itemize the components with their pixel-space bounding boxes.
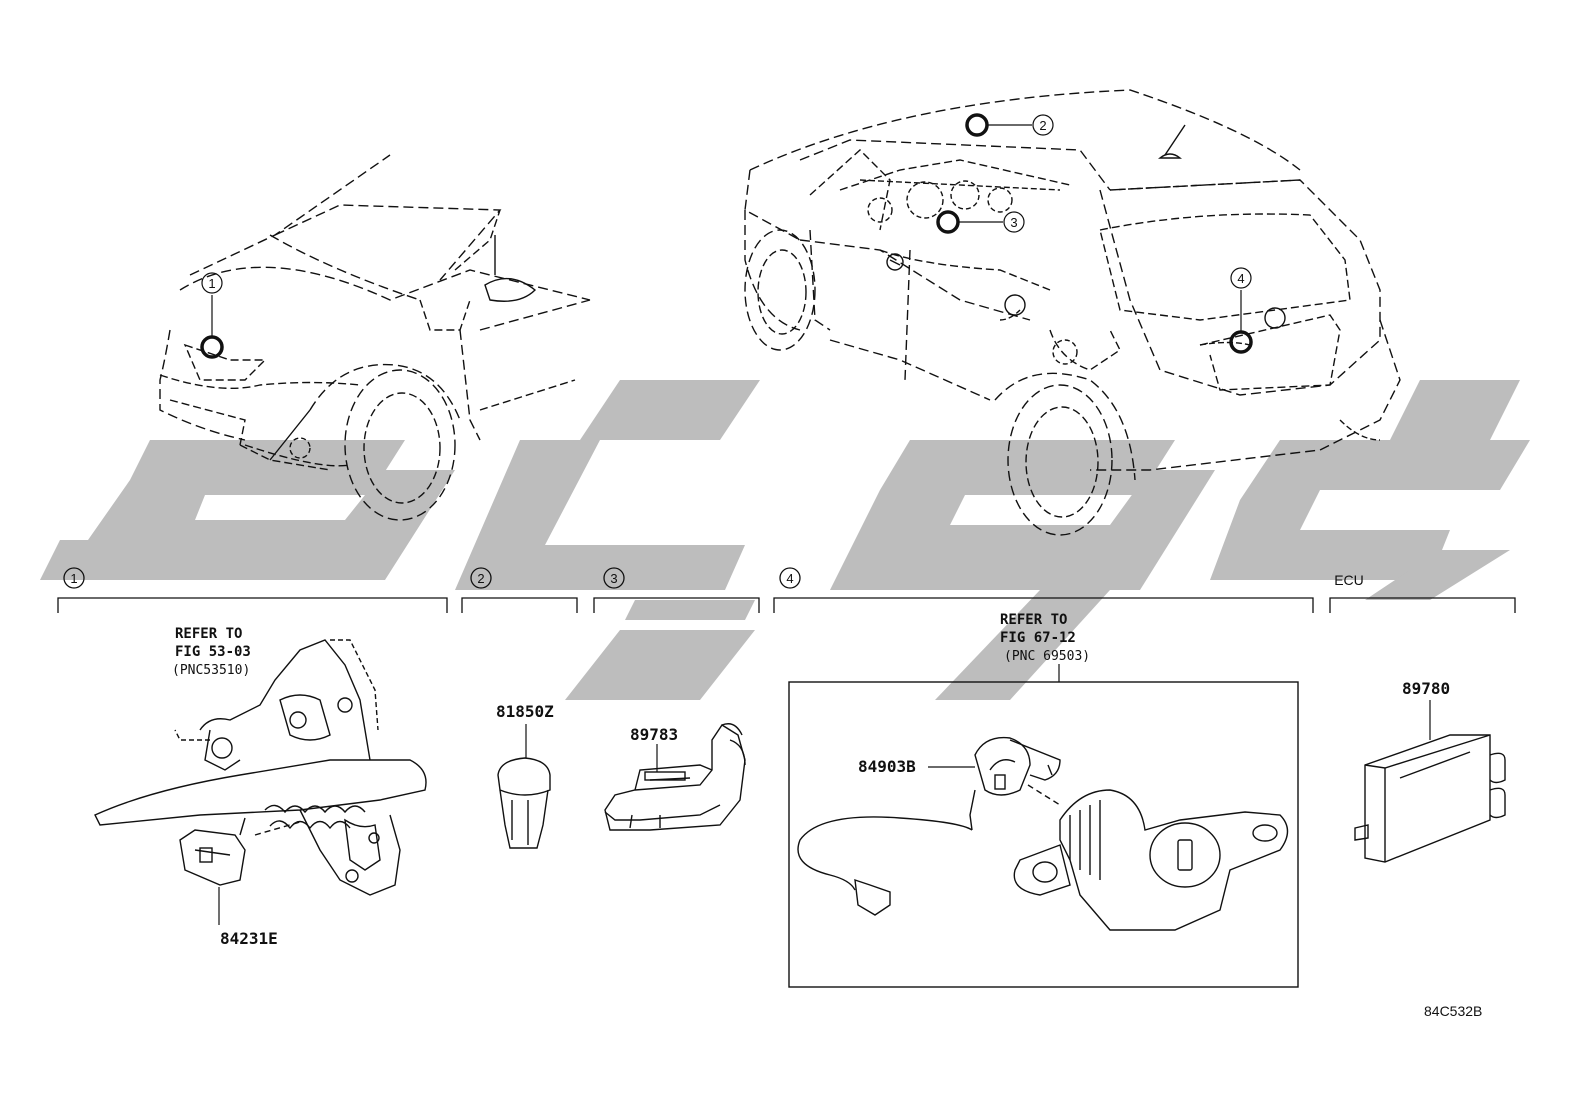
front-car-illustration (159, 154, 591, 521)
part-number-89783: 89783 (630, 725, 678, 744)
callout-number-2: 2 (1039, 118, 1046, 133)
callout-number-3: 3 (1010, 215, 1017, 230)
section-bracket-2 (461, 597, 578, 613)
refer-4-line2: FIG 67-12 (1000, 630, 1076, 646)
section-label-2: 2 (477, 571, 484, 586)
callout-circle-1 (201, 272, 223, 294)
callout-circle-4 (1230, 267, 1252, 289)
hood-lock-assembly-illustration (94, 639, 427, 896)
section-circle-2 (470, 567, 492, 589)
detail-box-4 (788, 681, 1299, 988)
section-headers (57, 567, 1516, 613)
part-number-84903B: 84903B (858, 757, 916, 776)
switch-81850Z-illustration (497, 757, 551, 849)
part-number-84231E: 84231E (220, 929, 278, 948)
part-number-89780: 89780 (1402, 679, 1450, 698)
section-bracket-ecu (1329, 597, 1516, 613)
location-marker-2 (965, 113, 989, 137)
callout-number-4: 4 (1237, 271, 1244, 286)
refer-1-line2: FIG 53-03 (175, 644, 251, 660)
ecu-89780-illustration (1354, 734, 1506, 863)
section-bracket-1 (57, 597, 448, 613)
location-marker-3 (936, 210, 960, 234)
refer-4-line3: (PNC 69503) (1004, 649, 1090, 664)
refer-4-line1: REFER TO (1000, 612, 1067, 628)
part-number-81850Z: 81850Z (496, 702, 554, 721)
sensor-89783-illustration (604, 723, 746, 831)
refer-note-4: REFER TO FIG 67-12 (PNC 69503) (1000, 612, 1090, 664)
callout-circle-3 (1003, 211, 1025, 233)
callout-circle-2 (1032, 114, 1054, 136)
section-label-3: 3 (610, 571, 617, 586)
section-circle-4 (779, 567, 801, 589)
drawing-code: 84C532B (1424, 1003, 1482, 1019)
lock-cylinder-illustration (797, 736, 1289, 931)
section-bracket-4 (773, 597, 1314, 613)
section-circle-1 (63, 567, 85, 589)
section-label-4: 4 (786, 571, 793, 586)
section-label-ecu: ECU (1334, 572, 1364, 588)
callout-number-1: 1 (208, 276, 215, 291)
rear-car-illustration (744, 89, 1401, 536)
watermark-logo (40, 380, 1530, 700)
section-bracket-3 (593, 597, 760, 613)
refer-note-1: REFER TO FIG 53-03 (PNC53510) (172, 626, 251, 678)
refer-1-line1: REFER TO (175, 626, 242, 642)
refer-1-line3: (PNC53510) (172, 663, 250, 678)
section-circle-3 (603, 567, 625, 589)
section-label-1: 1 (70, 571, 77, 586)
location-markers (200, 113, 1253, 359)
